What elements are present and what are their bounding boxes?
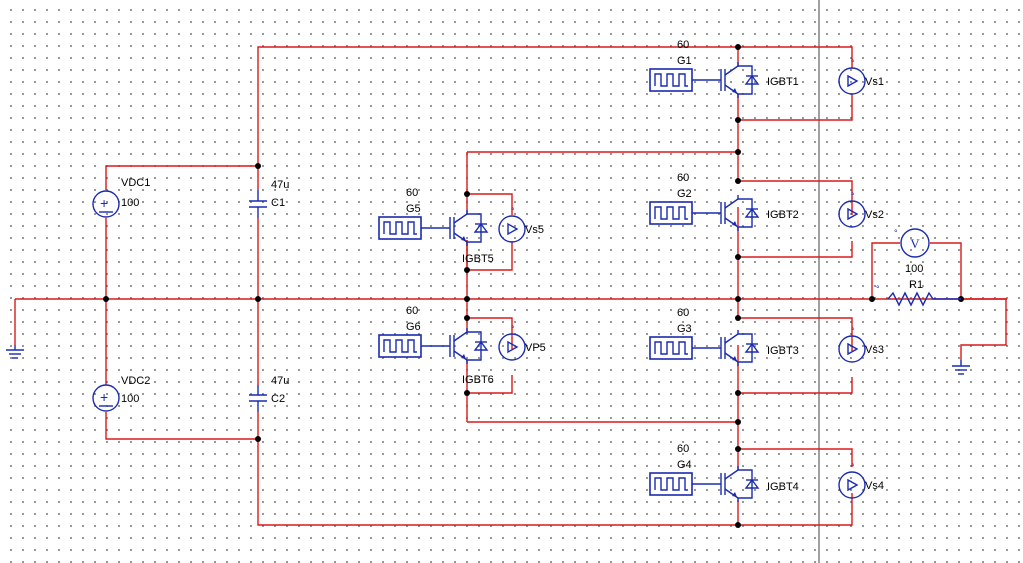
voltage-probe-vs4[interactable]: ° Vs4 <box>838 462 884 499</box>
gate-name-label: G2 <box>677 188 692 200</box>
gate-value-label: 60 <box>677 443 689 455</box>
dc-source-vdc1[interactable]: + VDC1 100 <box>92 177 150 218</box>
c1-name: C1 <box>271 197 285 209</box>
voltage-probe-vs3[interactable]: ° Vs3 <box>838 326 884 363</box>
voltage-probe-vs5[interactable]: ° Vs5 <box>498 206 544 243</box>
junction-dots <box>103 44 964 528</box>
igbt-1[interactable]: IGBT1 <box>720 62 799 98</box>
gate-name-label: G4 <box>677 459 692 471</box>
svg-text:°: ° <box>894 228 898 238</box>
igbt-2[interactable]: IGBT2 <box>720 195 799 231</box>
svg-text:°: ° <box>876 284 880 294</box>
gate-name-label: G5 <box>406 203 421 215</box>
probe-label: Vs1 <box>865 76 884 88</box>
vdc2-value: 100 <box>121 393 139 405</box>
vdc1-name: VDC1 <box>121 177 150 189</box>
vdc1-value: 100 <box>121 197 139 209</box>
capacitor-c1[interactable]: 47u C1 <box>249 179 289 218</box>
voltmeter-symbol: V <box>910 236 920 251</box>
svg-text:°: ° <box>851 58 855 68</box>
igbt-label: IGBT3 <box>767 345 799 357</box>
svg-text:°: ° <box>851 191 855 201</box>
c1-value: 47u <box>271 179 289 191</box>
dc-source-vdc2[interactable]: + VDC2 100 <box>92 375 150 412</box>
gate-name-label: G6 <box>406 321 421 333</box>
gate-value-label: 60 <box>406 187 418 199</box>
gate-name-label: G1 <box>677 55 692 67</box>
igbt-label: IGBT4 <box>767 481 799 493</box>
wires <box>14 46 1007 526</box>
igbt-label: IGBT5 <box>462 253 494 265</box>
svg-text:°: ° <box>851 462 855 472</box>
c2-value: 47u <box>271 375 289 387</box>
capacitor-c2[interactable]: 47u C2 <box>249 375 289 412</box>
igbt-5[interactable]: IGBT5 <box>449 210 494 265</box>
gate-value-label: 60 <box>677 39 689 51</box>
svg-text:°: ° <box>511 324 515 334</box>
c2-name: C2 <box>271 393 285 405</box>
gate-value-label: 60 <box>677 307 689 319</box>
probe-label: Vs3 <box>865 344 884 356</box>
gate-name-label: G3 <box>677 323 692 335</box>
svg-text:°: ° <box>851 326 855 336</box>
probe-label: Vs5 <box>525 224 544 236</box>
svg-text:+: + <box>100 389 108 405</box>
ground-symbol-right <box>952 360 970 375</box>
load-voltmeter[interactable]: V ° <box>894 228 930 258</box>
voltage-probe-vs1[interactable]: ° Vs1 <box>838 58 884 95</box>
vdc2-name: VDC2 <box>121 375 150 387</box>
probe-label: VP5 <box>525 342 546 354</box>
igbt-4[interactable]: IGBT4 <box>720 466 799 502</box>
igbt-6[interactable]: IGBT6 <box>449 328 494 386</box>
r1-name: R1 <box>909 279 923 291</box>
igbt-3[interactable]: IGBT3 <box>720 330 799 366</box>
igbt-label: IGBT6 <box>462 374 494 386</box>
gate-value-label: 60 <box>406 305 418 317</box>
probe-label: Vs4 <box>865 480 884 492</box>
svg-text:+: + <box>100 195 108 211</box>
igbt-label: IGBT2 <box>767 209 799 221</box>
voltage-probe-vs2[interactable]: ° Vs2 <box>838 191 884 228</box>
svg-text:°: ° <box>511 206 515 216</box>
r1-value: 100 <box>905 263 923 275</box>
igbt-label: IGBT1 <box>767 76 799 88</box>
voltage-probe-vp5[interactable]: ° VP5 <box>498 324 546 361</box>
resistor-r1[interactable]: ° 100 R1 <box>876 263 961 307</box>
gate-value-label: 60 <box>677 172 689 184</box>
ground-symbol-left <box>6 345 24 359</box>
probe-label: Vs2 <box>865 209 884 221</box>
